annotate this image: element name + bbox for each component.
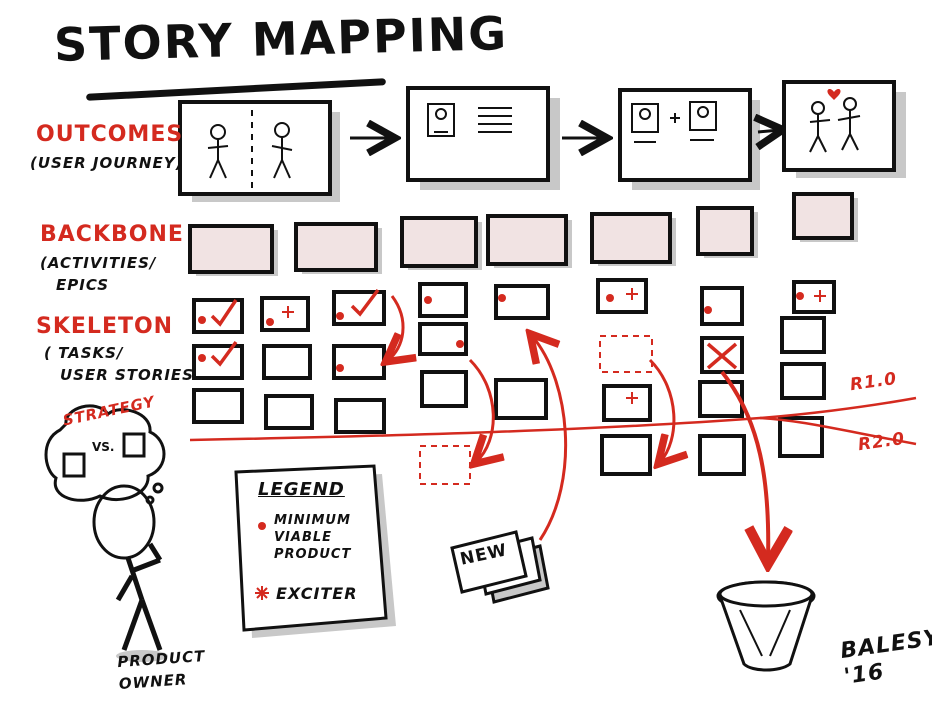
legend-mvp-line-2: VIABLE — [274, 530, 333, 545]
exciter-asterisk-icon — [282, 288, 826, 404]
person-icon — [207, 122, 293, 179]
skeleton-cards — [192, 278, 836, 476]
release-line-r2 — [759, 416, 917, 446]
outcomes-sublabel: (USER JOURNEY) — [30, 154, 184, 172]
skeleton-sublabel-2: USER STORIES — [60, 366, 194, 384]
reprioritize-arrows — [388, 295, 768, 560]
backbone-sublabel: (ACTIVITIES/ — [40, 254, 157, 272]
skeleton-label: SKELETON — [36, 314, 174, 339]
trash-bin-icon — [716, 580, 816, 672]
legend-panel — [234, 464, 396, 638]
product-owner-figure — [92, 484, 163, 651]
placeholder-card — [419, 445, 471, 485]
legend-dot-icon — [258, 522, 266, 530]
backbone-label: BACKBONE — [40, 222, 184, 247]
heart-icon — [827, 89, 841, 100]
placeholder-card — [599, 335, 653, 373]
backbone-sublabel-2: EPICS — [56, 276, 110, 294]
outcome-frame-1 — [178, 100, 340, 202]
floor-shadow — [116, 650, 168, 662]
remove-x-icon — [706, 342, 738, 370]
journey-arrow — [758, 130, 780, 132]
product-owner-label: PRODUCT OWNER — [117, 645, 208, 695]
strategy-vs-label: VS. — [92, 440, 115, 454]
legend-mvp-line-1: MINIMUM — [274, 513, 351, 528]
couple-heart-icon — [809, 97, 861, 153]
legend-item-exciter: EXCITER — [276, 584, 358, 603]
profile-match-icon — [631, 101, 717, 143]
legend-item-mvp: MINIMUM VIABLE PRODUCT — [274, 512, 351, 563]
checkmark-icon — [210, 288, 380, 367]
outcome-frame-3 — [618, 88, 760, 190]
legend-mvp-line-3: PRODUCT — [274, 547, 352, 562]
outcomes-label: OUTCOMES — [36, 122, 184, 147]
skeleton-sublabel: ( TASKS/ — [44, 344, 124, 362]
outcome-frame-2 — [406, 86, 560, 190]
outcome-frame-4 — [782, 80, 906, 178]
mvp-dot-markers — [198, 292, 804, 372]
new-card-stack — [450, 530, 550, 604]
strategy-thought-cloud — [44, 404, 166, 505]
legend-title: LEGEND — [258, 479, 345, 500]
legend-asterisk-icon — [255, 586, 269, 600]
release-line-r1 — [189, 396, 917, 442]
profile-card-icon — [427, 103, 512, 137]
backbone-row — [188, 192, 858, 276]
